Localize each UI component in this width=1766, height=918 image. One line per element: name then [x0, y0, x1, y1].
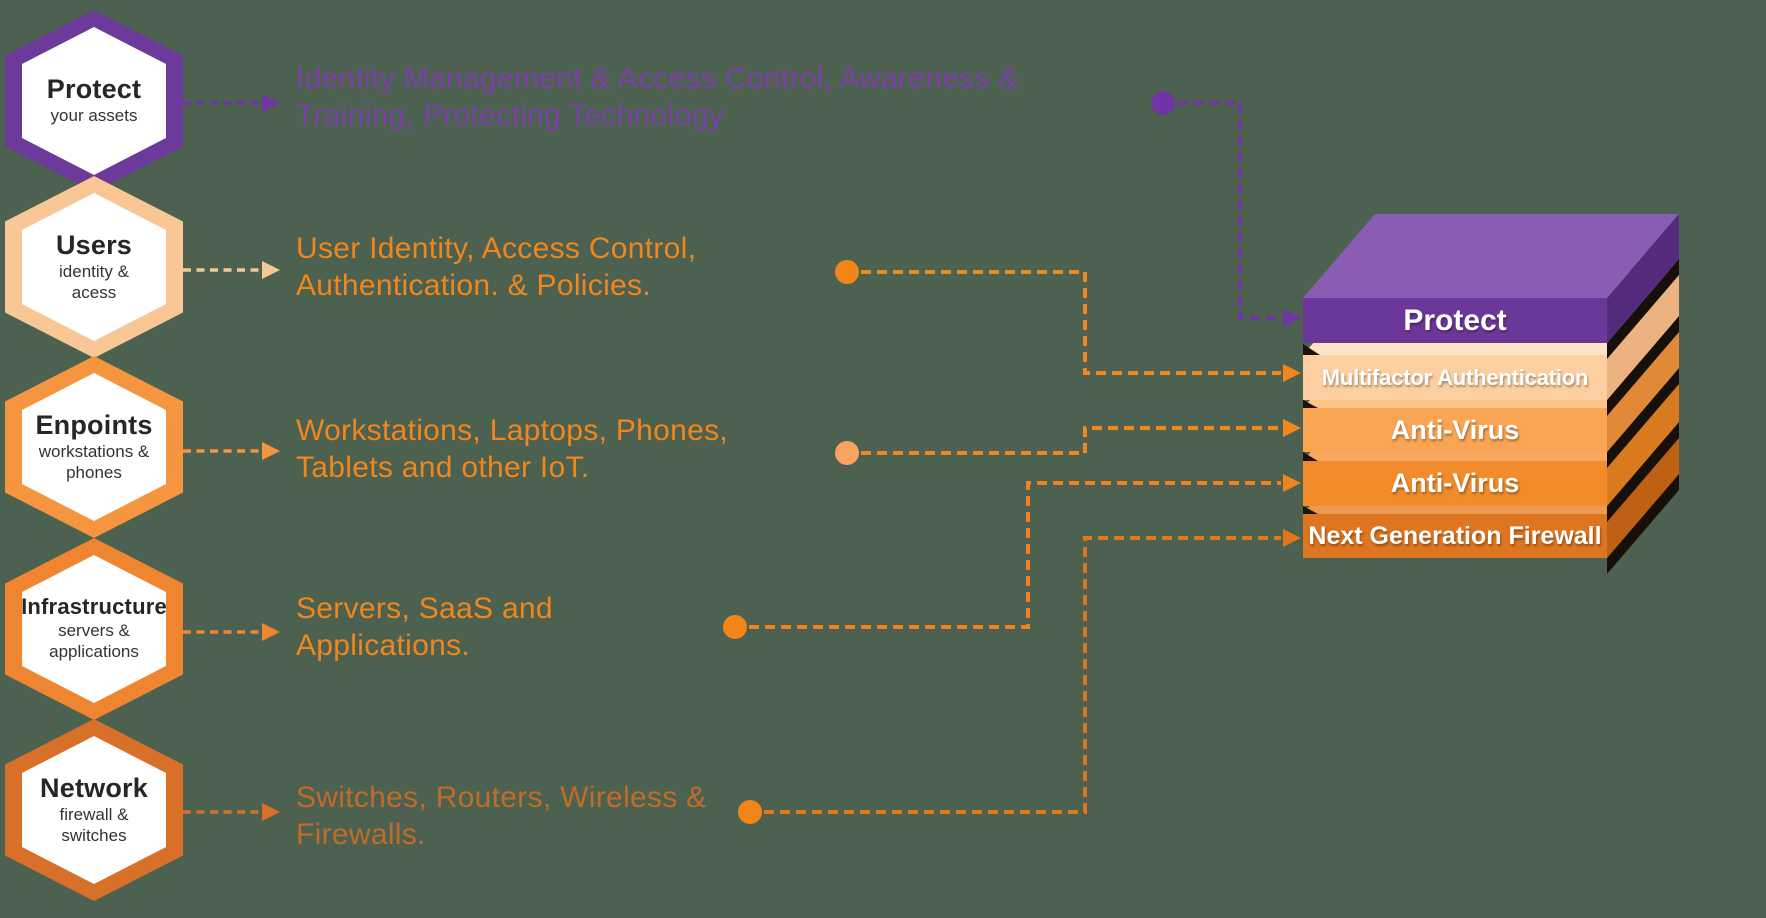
hexagon-body: Protect your assets — [22, 27, 166, 175]
hexagon-title: Enpoints — [35, 409, 153, 440]
connector-infrastructure — [723, 474, 1301, 639]
arrowhead-icon — [1283, 419, 1301, 437]
arrowhead-icon — [262, 803, 280, 821]
dashed-line — [749, 481, 1281, 629]
network-description: Switches, Routers, Wireless & Firewalls. — [296, 781, 707, 851]
arrowhead-icon — [262, 94, 280, 112]
layer1-side — [1607, 214, 1679, 343]
stack-layer-label-antivirus-1: Anti-Virus — [1390, 414, 1520, 445]
arrowhead-icon — [262, 261, 280, 279]
arrowhead-icon — [1283, 309, 1301, 327]
network-hexagon: Network firewall & switches — [5, 719, 183, 901]
connector-users — [835, 260, 1301, 382]
connector-dot — [835, 441, 859, 465]
dashed-line — [861, 426, 1281, 455]
layer4-front — [1303, 461, 1607, 506]
layer1-shadow — [1607, 259, 1679, 359]
arrowhead-icon — [1283, 474, 1301, 492]
hexagon-title: Network — [40, 772, 148, 803]
layer3-side — [1607, 324, 1679, 452]
endpoints-description: Workstations, Laptops, Phones, Tablets a… — [296, 414, 729, 484]
stack-layer-label-protect: Protect — [1403, 303, 1507, 337]
hexagon-subtitle: workstations & phones — [38, 441, 150, 482]
hexagon-subtitle: your assets — [50, 106, 138, 126]
connector-dot — [723, 615, 747, 639]
hexagon-title: Protect — [46, 73, 142, 104]
hexagon-title: Users — [55, 229, 133, 260]
hexagon-body: Network firewall & switches — [22, 736, 166, 884]
protect-hexagon: Protect your assets — [5, 10, 183, 192]
arrowhead-icon — [1283, 364, 1301, 382]
stack-notch — [1303, 506, 1318, 514]
layer2-side — [1607, 271, 1679, 400]
stack-layer-label-antivirus-2: Anti-Virus — [1390, 468, 1520, 498]
layer4-shadow — [1607, 422, 1679, 522]
hexagon-body: Infrastructure servers & applications — [22, 555, 166, 703]
layer1-top — [1303, 214, 1679, 298]
arrowhead-icon — [1283, 529, 1301, 547]
stack-layer-label-firewall: Next Generation Firewall — [1308, 521, 1602, 550]
layer2-front — [1303, 355, 1607, 400]
connector-dot — [835, 260, 859, 284]
connector-network — [738, 529, 1301, 824]
hex-arrow-infrastructure — [183, 623, 280, 641]
connector-dot — [1151, 91, 1175, 115]
infrastructure-hexagon: Infrastructure servers & applications — [5, 538, 183, 720]
hexagon-subtitle: servers & applications — [49, 621, 139, 662]
stack-notch — [1303, 400, 1318, 408]
infrastructure-description: Servers, SaaS and Applications. — [296, 592, 553, 662]
dashed-line — [764, 536, 1281, 814]
protect-description: Identity Management & Access Control, Aw… — [296, 62, 1019, 132]
hexagon-subtitle: identity & acess — [59, 261, 129, 302]
arrowhead-icon — [262, 442, 280, 460]
layer3-front — [1303, 408, 1607, 452]
layer5-front — [1303, 514, 1607, 558]
hex-arrow-network — [183, 803, 280, 821]
hex-arrow-users — [183, 261, 280, 279]
arrowhead-icon — [262, 623, 280, 641]
hexagon-subtitle: firewall & switches — [59, 804, 129, 845]
security-stack — [1303, 214, 1679, 574]
layer5-shadow — [1607, 474, 1679, 574]
stack-notch — [1303, 344, 1320, 355]
layer4-side — [1607, 377, 1679, 506]
hexagon-title: Infrastructure — [21, 594, 167, 620]
users-hexagon: Users identity & acess — [5, 176, 183, 358]
layer3-shadow — [1607, 368, 1679, 468]
stack-notch — [1303, 452, 1318, 461]
connector-endpoints — [835, 419, 1301, 465]
hex-arrow-protect — [183, 94, 280, 112]
hex-arrow-endpoints — [183, 442, 280, 460]
dashed-line — [861, 270, 1281, 375]
layer1-front — [1303, 298, 1607, 343]
layer2-shadow — [1607, 316, 1679, 416]
connector-protect — [1151, 91, 1301, 327]
endpoints-hexagon: Enpoints workstations & phones — [5, 356, 183, 538]
users-description: User Identity, Access Control, Authentic… — [296, 232, 697, 302]
stack-layer-label-multifactor: Multifactor Authentication — [1321, 364, 1589, 390]
connector-dot — [738, 800, 762, 824]
layer5-side — [1607, 430, 1679, 558]
dashed-line — [1177, 101, 1281, 320]
